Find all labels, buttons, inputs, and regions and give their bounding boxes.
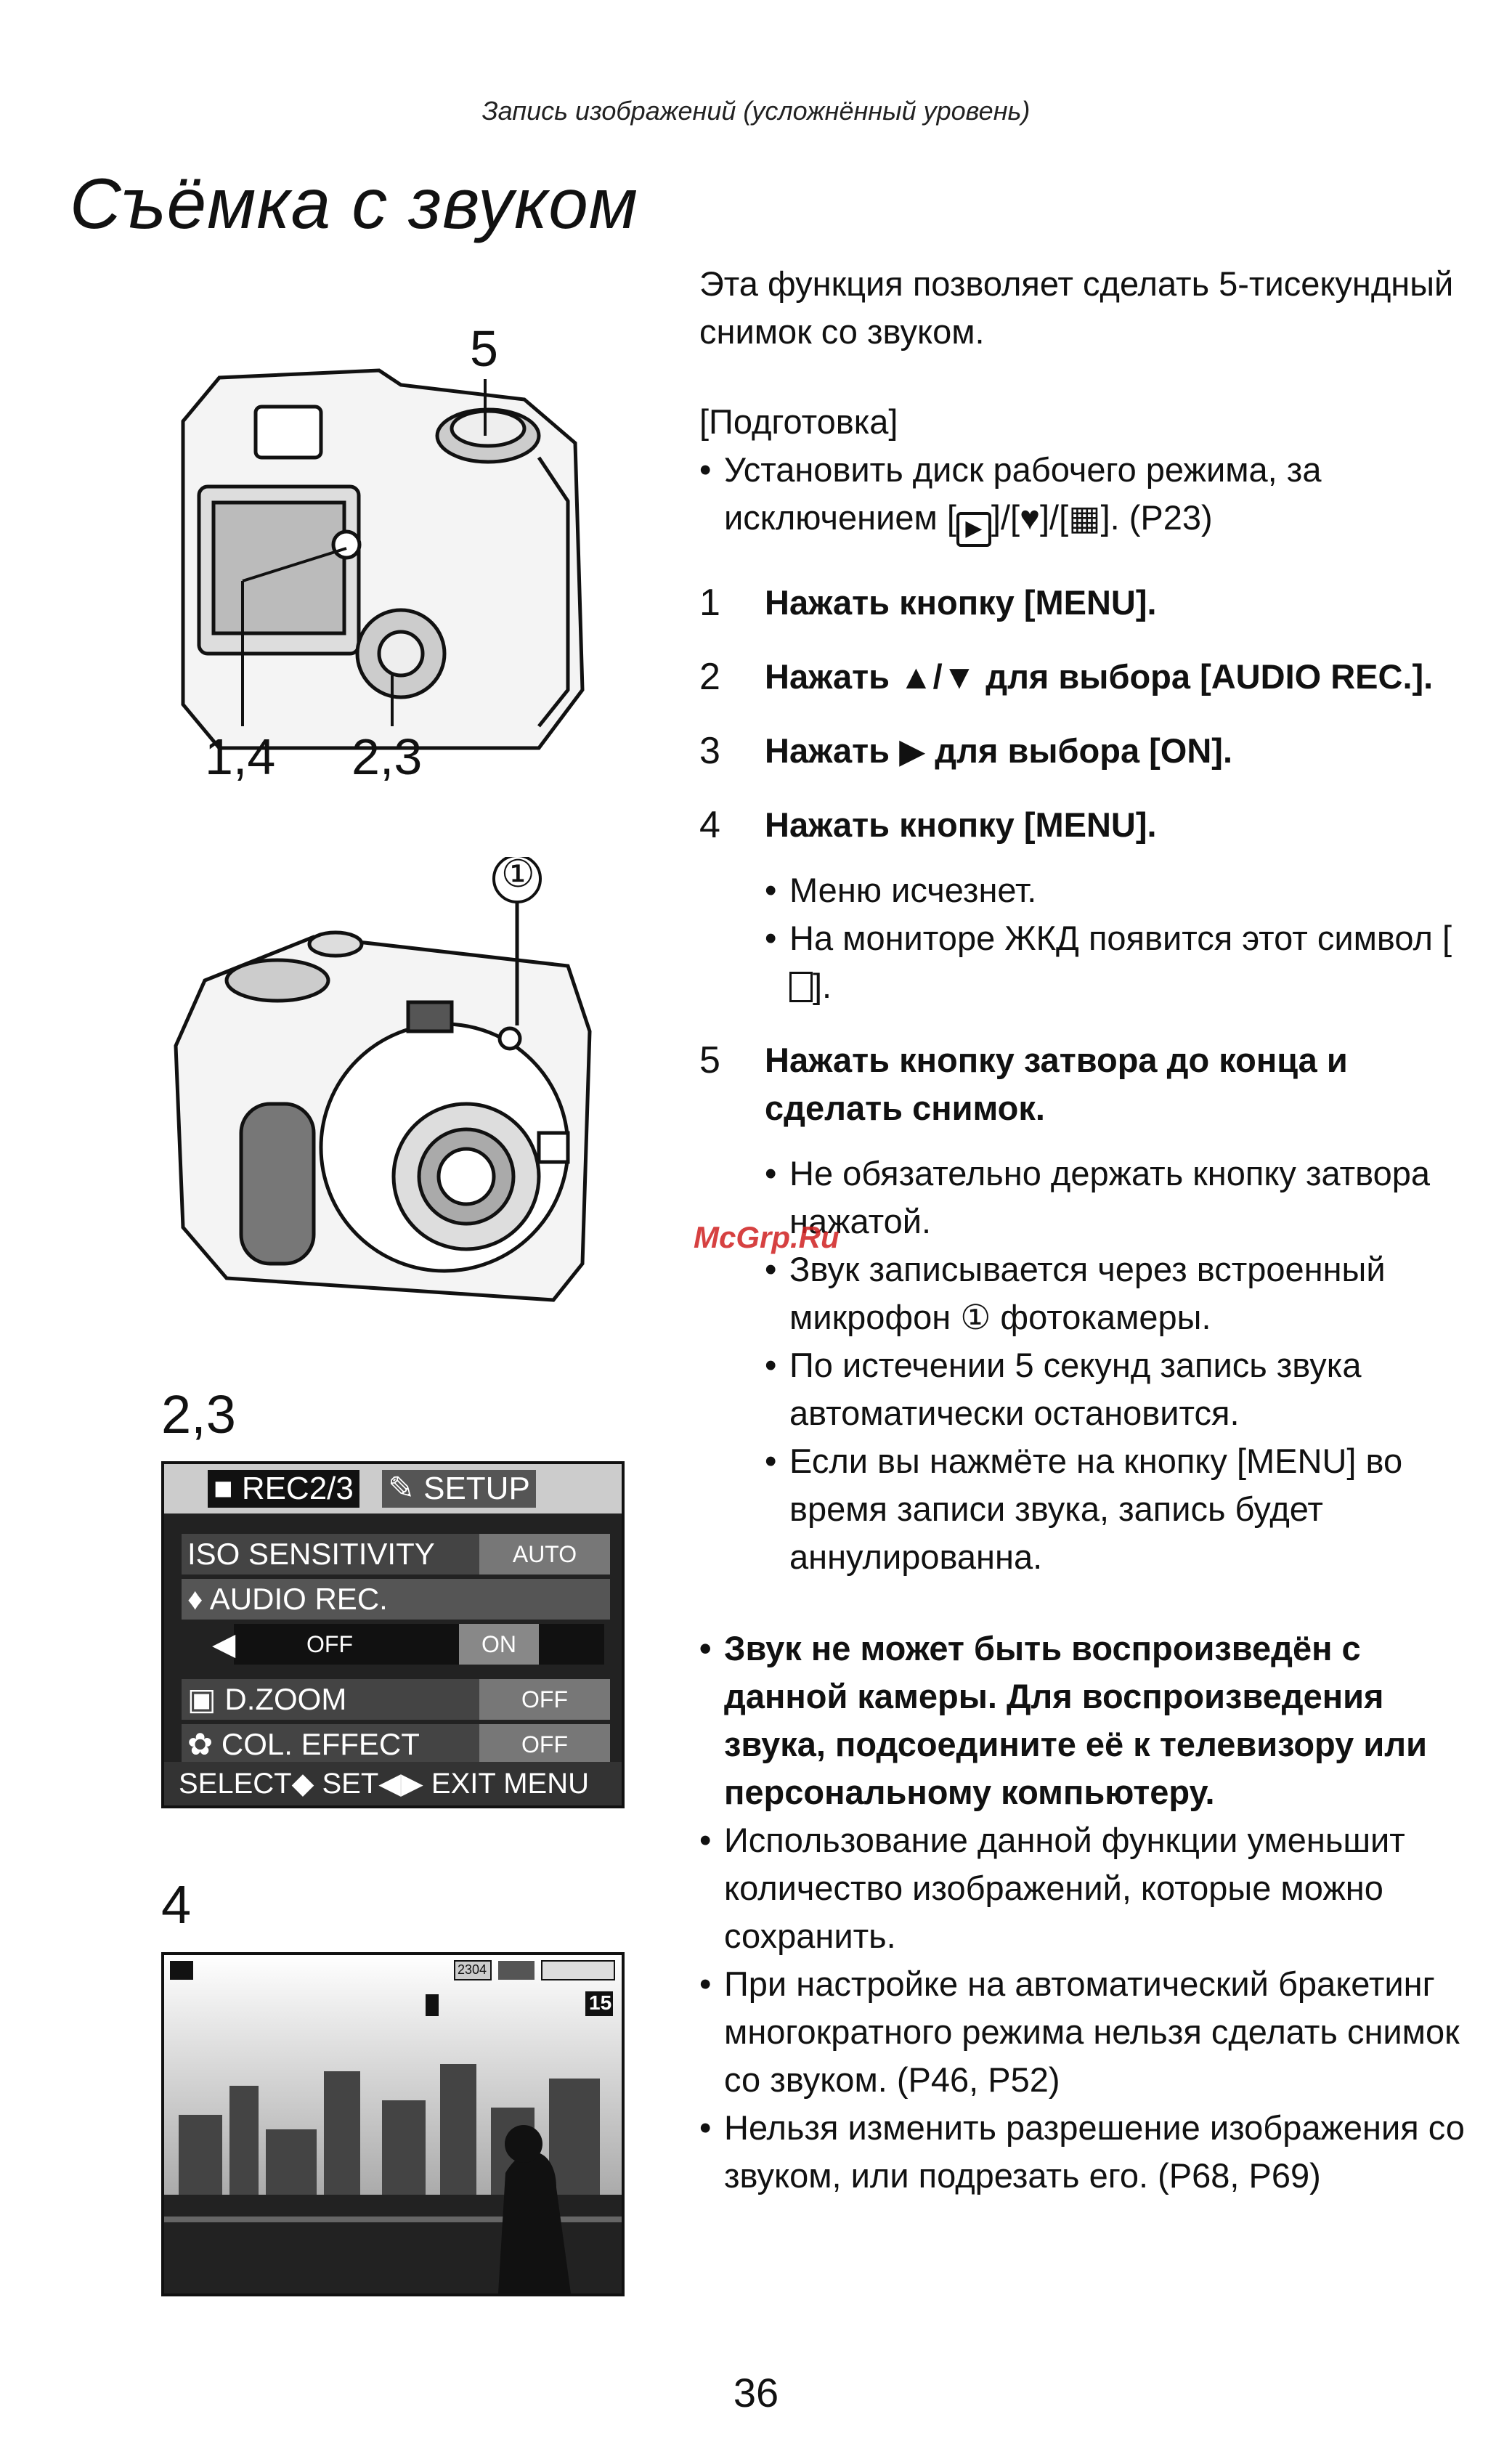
camera-top-drawing bbox=[181, 368, 585, 750]
step5-note-2: Звук записывается через встроенный микро… bbox=[765, 1246, 1469, 1341]
tab-rec[interactable]: ■ REC2/3 bbox=[208, 1470, 359, 1508]
mic-icon: ♦ bbox=[187, 1582, 210, 1616]
arrow-left-icon: ◀ bbox=[212, 1627, 236, 1661]
main-text: Эта функция позволяет сделать 5-тисекунд… bbox=[699, 260, 1469, 2200]
lcd-figure-label: 4 bbox=[161, 1874, 192, 1935]
option-on[interactable]: ON bbox=[459, 1624, 539, 1665]
menu-tabs: ■ REC2/3 ✎ SETUP bbox=[164, 1464, 622, 1513]
shots-remaining: 15 bbox=[589, 1991, 612, 2014]
prep-bullet: Установить диск рабочего режима, за искл… bbox=[699, 446, 1469, 547]
city-scene bbox=[164, 1955, 622, 2293]
color-effect-icon: ✿ bbox=[187, 1727, 221, 1761]
note-2: При настройке на автоматический бракетин… bbox=[699, 1960, 1469, 2104]
step4-note-1: Меню исчезнет. bbox=[765, 866, 1469, 914]
tab-setup[interactable]: ✎ SETUP bbox=[382, 1470, 536, 1508]
iso-value: AUTO bbox=[479, 1534, 610, 1575]
menu-item-audio-rec[interactable]: ♦ AUDIO REC. bbox=[182, 1579, 610, 1620]
mic-symbol-icon bbox=[789, 972, 813, 1002]
resolution-indicator: 2304 bbox=[458, 1962, 487, 1977]
lcd-shooting-screen: 15 2304 bbox=[161, 1952, 625, 2296]
label-5: 5 bbox=[470, 320, 498, 377]
play-icon: ▶ bbox=[956, 512, 991, 547]
note-1: Использование данной функции уменьшит ко… bbox=[699, 1816, 1469, 1960]
prep-label: [Подготовка] bbox=[699, 402, 898, 441]
label-1-4: 1,4 bbox=[205, 728, 276, 785]
note-3: Нельзя изменить разрешение изображения с… bbox=[699, 2104, 1469, 2200]
lcd-menu-screen: ■ REC2/3 ✎ SETUP ISO SENSITIVITY AUTO ♦ … bbox=[161, 1461, 625, 1808]
menu-item-iso[interactable]: ISO SENSITIVITY AUTO bbox=[182, 1534, 610, 1575]
warning-note: Звук не может быть воспроизведён с данно… bbox=[699, 1625, 1469, 1816]
step5-note-1: Не обязательно держать кнопку затвора на… bbox=[765, 1150, 1469, 1246]
step5-note-4: Если вы нажмёте на кнопку [MENU] во врем… bbox=[765, 1437, 1469, 1581]
camera-front-figure: ① bbox=[161, 853, 597, 1307]
intro-text: Эта функция позволяет сделать 5-тисекунд… bbox=[699, 264, 1454, 351]
audio-rec-options[interactable]: ◀ OFF ON bbox=[212, 1624, 604, 1665]
step4-note-2: На мониторе ЖКД появится этот символ []. bbox=[765, 914, 1469, 1010]
step5-note-3: По истечении 5 секунд запись звука автом… bbox=[765, 1341, 1469, 1437]
camera-icon: ■ bbox=[214, 1471, 242, 1506]
camera-top-figure: 5 1,4 2,3 bbox=[161, 312, 597, 785]
menu-footer: SELECT◆ SET◀▶ EXIT MENU bbox=[164, 1762, 622, 1805]
menu-item-dzoom[interactable]: ▣ D.ZOOM OFF bbox=[182, 1679, 610, 1720]
film-icon: ▦ bbox=[1068, 498, 1101, 537]
col-effect-value: OFF bbox=[479, 1724, 610, 1765]
camera-front-drawing bbox=[174, 854, 592, 1302]
zoom-icon: ▣ bbox=[187, 1682, 225, 1716]
menu-item-col-effect[interactable]: ✿ COL. EFFECT OFF bbox=[182, 1724, 610, 1765]
page-number: 36 bbox=[733, 2370, 779, 2415]
heart-icon: ♥ bbox=[1020, 498, 1040, 537]
circle-label-1: ① bbox=[501, 853, 535, 895]
label-2-3: 2,3 bbox=[351, 728, 423, 785]
option-off[interactable]: OFF bbox=[306, 1631, 353, 1657]
wrench-icon: ✎ bbox=[388, 1471, 424, 1506]
menu-figure-label: 2,3 bbox=[161, 1384, 236, 1445]
dzoom-value: OFF bbox=[479, 1679, 610, 1720]
page-title: Съёмка с звуком bbox=[70, 163, 638, 243]
watermark: McGrp.Ru bbox=[694, 1220, 840, 1254]
leader-lines bbox=[241, 379, 487, 726]
running-header: Запись изображений (усложнённый уровень) bbox=[481, 96, 1031, 126]
